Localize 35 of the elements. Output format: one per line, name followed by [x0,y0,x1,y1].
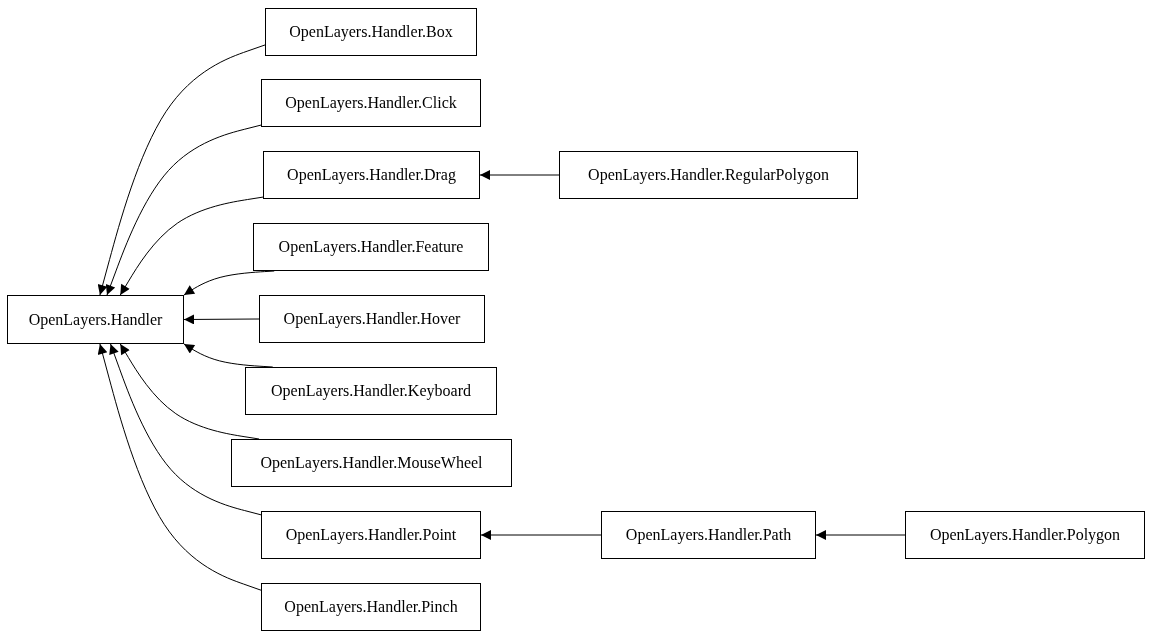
class-name: OpenLayers.Handler.Drag [287,166,456,184]
class-name: OpenLayers.Handler.Path [625,526,792,544]
class-name: OpenLayers.Handler.RegularPolygon [588,166,829,184]
class-name: OpenLayers.Handler.Hover [283,310,461,328]
inheritance-arrow [119,196,264,296]
class-box [905,511,1145,559]
inheritance-arrow [109,343,262,516]
class-name: OpenLayers.Handler.Box [289,23,453,41]
class-name: OpenLayers.Handler [28,310,163,329]
class-box [265,8,477,56]
inheritance-arrow [479,170,560,180]
class-box [263,151,480,199]
class-name: OpenLayers.Handler.Point [285,526,457,544]
class-name: OpenLayers.Handler.Keyboard [271,382,471,400]
class-box [261,583,481,631]
inheritance-arrow [97,44,266,296]
class-name: OpenLayers.Handler.Polygon [929,526,1121,544]
class-box [261,79,481,127]
inheritance-arrow [183,314,260,325]
class-box [601,511,816,559]
class-box [7,295,184,344]
inheritance-arrow [105,124,262,296]
class-name: OpenLayers.Handler.Click [285,94,457,112]
class-box [261,511,481,559]
inheritance-arrow [480,530,602,540]
class-name: OpenLayers.Handler.MouseWheel [260,454,483,472]
class-box [245,367,497,415]
inheritance-arrow [815,530,906,540]
inheritance-arrow [97,343,262,591]
class-box [259,295,485,343]
class-box [253,223,489,271]
class-box [231,439,512,487]
class-box [559,151,858,199]
class-name: OpenLayers.Handler.Feature [278,238,464,256]
class-name: OpenLayers.Handler.Pinch [284,598,458,616]
